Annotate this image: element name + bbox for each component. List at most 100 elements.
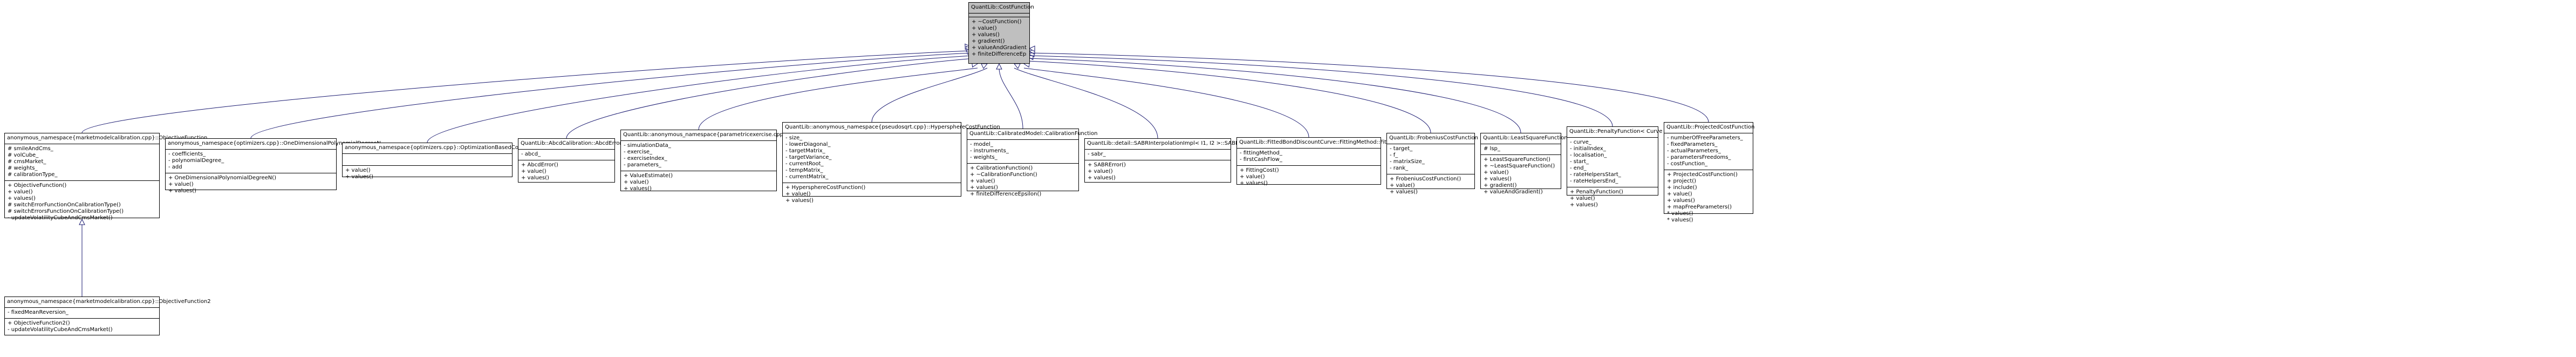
attribute-row: # volCube_	[8, 152, 39, 158]
method-row: + values()	[521, 175, 549, 181]
attribute-row: # calibrationType_	[8, 172, 58, 178]
attribute-row: - coefficients_	[168, 151, 206, 157]
attribute-row: - simulationData_	[624, 143, 671, 149]
class-box-projectedcostfunction[interactable]: QuantLib::ProjectedCostFunction - number…	[1664, 122, 1755, 223]
methods-section: + ObjectiveFunction() + value() + values…	[5, 180, 159, 224]
method-row: + values()	[624, 186, 652, 192]
edge-onedimensional	[250, 52, 972, 139]
methods-section: + ~CostFunction() + value() + values() +…	[969, 17, 1029, 60]
method-row: + values()	[168, 188, 196, 194]
methods-section: + ValueEstimate() + value() + values()	[621, 171, 776, 194]
attribute-row: - fixedMeanReversion_	[8, 309, 69, 315]
class-box-costfunction[interactable]: QuantLib::CostFunction + ~CostFunction()…	[968, 2, 1034, 64]
method-row: + finiteDifferenceEpsilon()	[970, 191, 1042, 197]
class-box-objectivefunction[interactable]: anonymous_namespace{marketmodelcalibrati…	[4, 133, 207, 221]
method-row: + values()	[1484, 176, 1512, 182]
method-row: + value()	[1667, 191, 1692, 197]
class-box-calibrationfunction[interactable]: QuantLib::CalibratedModel::CalibrationFu…	[967, 129, 1097, 197]
method-row: + values()	[972, 32, 1000, 38]
method-row: + value()	[972, 25, 997, 31]
method-row: + AbcdError()	[521, 162, 558, 168]
edge-sabr-arrowhead	[1013, 63, 1021, 69]
attributes-section: - simulationData_ - exercise_ - exercise…	[621, 140, 776, 171]
class-box-penaltyfunction[interactable]: QuantLib::PenaltyFunction< Curve > - cur…	[1567, 126, 1669, 208]
attribute-row: - currentRoot_	[785, 161, 824, 167]
class-box-optimizationbasedcostfunction[interactable]: anonymous_namespace{optimizers.cpp}::Opt…	[342, 143, 546, 180]
method-row: + ObjectiveFunction()	[8, 183, 67, 188]
attribute-row: - model_	[970, 142, 993, 147]
edge-optbased	[427, 55, 973, 143]
attribute-row: - initialIndex_	[1570, 146, 1606, 152]
edge-fittingcost	[1023, 68, 1309, 138]
method-row: + value()	[8, 189, 33, 195]
attribute-row: - firstCashFlow_	[1240, 157, 1282, 163]
method-row: + include()	[1667, 185, 1697, 191]
class-title: QuantLib::AbcdCalibration::AbcdError	[521, 140, 622, 146]
edge-calibrationfunction-arrowhead	[996, 63, 1002, 70]
attribute-row: - tempMatrix_	[785, 167, 823, 173]
method-row: + gradient()	[1484, 183, 1517, 188]
attribute-row: - start_	[1570, 159, 1589, 165]
class-title: anonymous_namespace{optimizers.cpp}::Opt…	[345, 145, 546, 151]
methods-section: + AbcdError() + value() + values()	[518, 160, 614, 184]
edge-projected-arrowhead	[1028, 45, 1035, 52]
edge-objectivefunction2-arrowhead	[79, 218, 85, 225]
class-box-objectivefunction2[interactable]: anonymous_namespace{marketmodelcalibrati…	[4, 297, 211, 335]
methods-section: + ObjectiveFunction2() - updateVolatilit…	[5, 318, 159, 335]
methods-section: + HypersphereCostFunction() + value() + …	[783, 183, 961, 206]
method-row: + value()	[168, 181, 194, 187]
attributes-section: - model_ - instruments_ - weights_	[967, 139, 1078, 163]
class-box-leastsquarefunction[interactable]: QuantLib::LeastSquareFunction # lsp_ + L…	[1480, 133, 1568, 195]
class-box-abcderror[interactable]: QuantLib::AbcdCalibration::AbcdError - a…	[518, 138, 622, 184]
class-box-onedimensionalpolynomialdegreen[interactable]: anonymous_namespace{optimizers.cpp}::One…	[165, 138, 381, 194]
method-row: + values()	[1667, 198, 1695, 204]
class-title: QuantLib::LeastSquareFunction	[1483, 135, 1568, 141]
attribute-row: - rank_	[1390, 165, 1409, 171]
class-box-valueestimate[interactable]: QuantLib::anonymous_namespace{parametric…	[620, 130, 829, 194]
attribute-row: - curve_	[1570, 139, 1591, 145]
attribute-row: - fittingMethod_	[1240, 150, 1282, 156]
edge-frobenius	[1027, 60, 1431, 133]
edge-sabr	[1014, 68, 1158, 139]
class-box-sabrerror[interactable]: QuantLib::detail::SABRInterpolationImpl<…	[1084, 138, 1253, 183]
method-row: * values()	[1667, 217, 1693, 223]
class-title: anonymous_namespace{optimizers.cpp}::One…	[168, 140, 381, 146]
attributes-section	[969, 13, 1029, 17]
edge-penalty	[1029, 55, 1613, 127]
attribute-row: - parametersFreedoms_	[1667, 154, 1731, 160]
method-row: + SABRError()	[1088, 162, 1126, 168]
method-row: - updateVolatilityCubeAndCmsMarket()	[8, 327, 113, 333]
attribute-row: - target_	[1390, 146, 1413, 152]
attribute-row: - targetVariance_	[785, 154, 832, 160]
class-title: QuantLib::detail::SABRInterpolationImpl<…	[1087, 140, 1253, 146]
attributes-section: - target_ - f_ - matrixSize_ - rank_	[1387, 144, 1474, 174]
class-box-hyperspherecostfunction[interactable]: QuantLib::anonymous_namespace{pseudosqrt…	[782, 122, 1000, 204]
method-row: + values()	[8, 196, 36, 201]
attribute-row: - lowerDiagonal_	[785, 142, 831, 147]
attributes-section: # smileAndCms_ # volCube_ # cmsMarket_ #…	[5, 144, 159, 180]
attribute-row: - exercise_	[624, 149, 653, 155]
method-row: + PenaltyFunction()	[1570, 189, 1623, 195]
edge-hypersphere-arrowhead	[981, 63, 988, 69]
class-box-fittingcost[interactable]: QuantLib::FittedBondDiscountCurve::Fitti…	[1236, 137, 1409, 186]
method-row: # switchErrorFunctionOnCalibrationType()	[8, 202, 121, 208]
class-box-frobeniuscostfunction[interactable]: QuantLib::FrobeniusCostFunction - target…	[1386, 133, 1478, 195]
method-row: # switchErrorsFunctionOnCalibrationType(…	[8, 208, 124, 214]
attributes-section	[343, 153, 512, 165]
edge-hypersphere	[871, 68, 988, 123]
edge-leastsquare	[1028, 58, 1521, 133]
method-row: + values()	[1240, 180, 1268, 186]
attribute-row: - actualParameters_	[1667, 148, 1721, 154]
attributes-section: - abcd_	[518, 149, 614, 160]
method-row: * values()	[1667, 211, 1693, 217]
attribute-row: - end_	[1570, 165, 1587, 171]
class-title: QuantLib::PenaltyFunction< Curve >	[1569, 129, 1669, 134]
class-title: QuantLib::ProjectedCostFunction	[1666, 124, 1755, 130]
method-row: + mapFreeParameters()	[1667, 204, 1732, 210]
attribute-row: - localisation_	[1570, 152, 1607, 158]
methods-section: + CalibrationFunction() + ~CalibrationFu…	[967, 163, 1078, 200]
method-row: + value()	[1088, 169, 1113, 174]
methods-section: + FrobeniusCostFunction() + value() + va…	[1387, 174, 1474, 198]
edge-calibrationfunction	[999, 68, 1023, 129]
